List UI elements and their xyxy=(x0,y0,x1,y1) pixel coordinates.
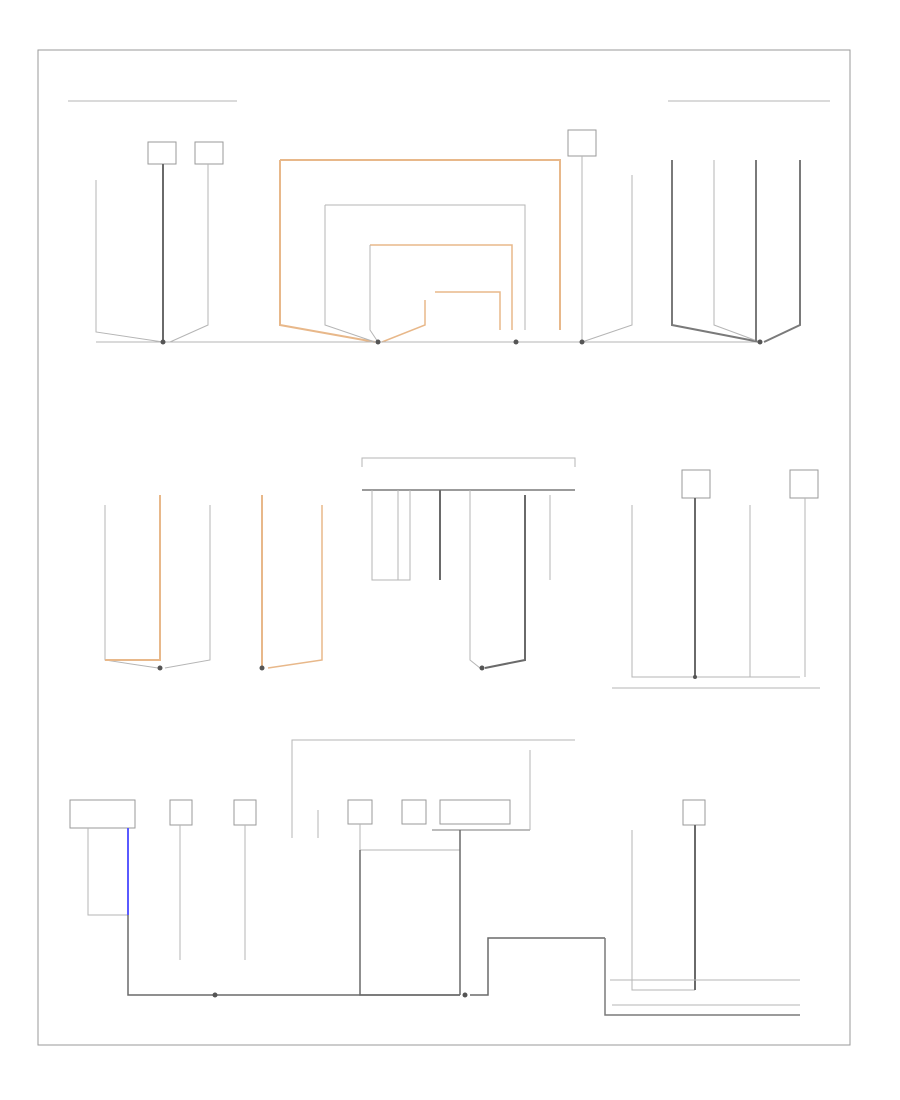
ground-wire xyxy=(470,937,605,996)
ground-point-g4 xyxy=(579,339,585,345)
ground-wire-orange xyxy=(105,495,161,661)
ground-wire xyxy=(469,490,481,669)
ground-wire xyxy=(104,505,159,669)
ground-wire xyxy=(359,824,460,851)
ground-wire xyxy=(359,850,460,996)
ground-point-g6 xyxy=(157,665,163,671)
ground-wire xyxy=(87,828,128,916)
ground-point-g10 xyxy=(462,992,468,998)
ground-wire xyxy=(484,495,526,669)
section-bottom xyxy=(69,739,800,1016)
section-middle-right xyxy=(612,469,820,689)
section-middle-left xyxy=(104,495,323,671)
connector-box xyxy=(567,129,597,157)
ground-point-g5 xyxy=(757,339,763,345)
ground-wire xyxy=(95,180,164,343)
connector-box xyxy=(681,469,711,499)
diagram-frame xyxy=(37,49,851,1046)
ground-wire-orange xyxy=(381,300,426,343)
ground-wire xyxy=(127,915,215,996)
connector-box xyxy=(439,799,511,825)
ground-point-g9 xyxy=(212,992,218,998)
connector-box xyxy=(347,799,373,825)
ground-wire-orange xyxy=(280,159,561,330)
ground-wire-orange xyxy=(279,160,376,343)
ground-wire xyxy=(604,938,800,1016)
ground-wire xyxy=(671,160,761,343)
connector-box xyxy=(69,799,136,829)
ground-wire xyxy=(631,505,800,678)
ground-point-g3 xyxy=(513,339,519,345)
ground-wire-orange xyxy=(370,244,513,330)
ground-wire xyxy=(371,490,411,581)
ground-wire-orange xyxy=(435,291,501,330)
ground-wire xyxy=(324,205,376,343)
connector-box xyxy=(789,469,819,499)
ground-wire-orange xyxy=(267,505,323,669)
ground-point-g7 xyxy=(259,665,265,671)
ground-wire xyxy=(763,160,801,343)
ground-wire xyxy=(369,245,379,343)
connector-box xyxy=(682,799,706,826)
ground-wire xyxy=(713,160,761,343)
connector-box xyxy=(169,799,193,826)
ground-wire xyxy=(631,830,695,991)
ground-wire xyxy=(581,175,633,343)
ground-wire xyxy=(169,164,209,343)
splice-point xyxy=(693,675,697,679)
ground-wire xyxy=(164,505,211,669)
connector-box xyxy=(233,799,257,826)
connector-box xyxy=(194,141,224,165)
section-top-ground-distribution xyxy=(68,100,830,345)
connector-box xyxy=(147,141,177,165)
section-middle-center xyxy=(361,457,576,671)
ground-point-g2 xyxy=(375,339,381,345)
ground-wire xyxy=(325,204,526,330)
ground-point-g1 xyxy=(160,339,166,345)
connector-box xyxy=(401,799,427,825)
ground-point-g8 xyxy=(479,665,485,671)
